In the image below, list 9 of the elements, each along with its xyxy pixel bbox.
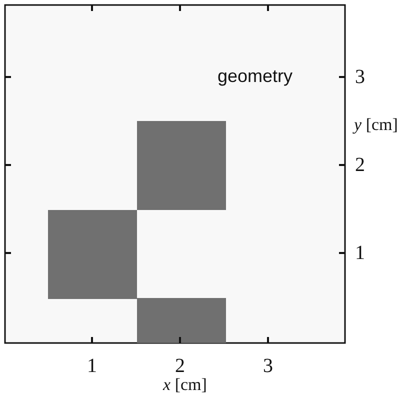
tick-label: 1: [87, 356, 97, 376]
axis-label: y [cm]: [354, 116, 398, 132]
tick-label: 2: [355, 155, 365, 175]
tick-label: 3: [355, 67, 365, 87]
tick-label: 3: [263, 356, 273, 376]
tick-label: 2: [175, 356, 185, 376]
axis-label: x [cm]: [163, 376, 207, 392]
tick-label: 1: [355, 243, 365, 263]
plot-title: geometry: [217, 67, 293, 85]
